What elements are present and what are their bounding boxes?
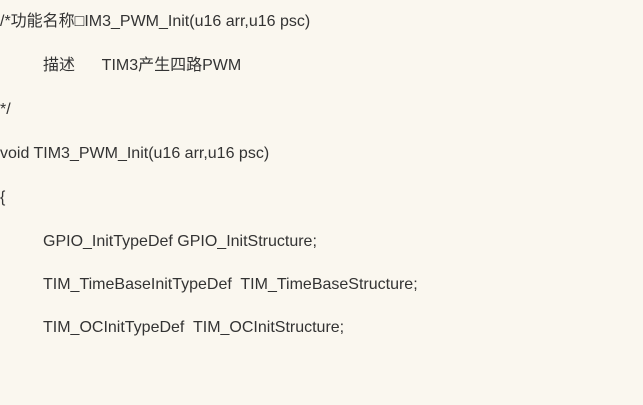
- code-line-gpio-decl: GPIO_InitTypeDef GPIO_InitStructure;: [43, 233, 317, 250]
- code-line-timebase-decl: TIM_TimeBaseInitTypeDef TIM_TimeBaseStru…: [43, 276, 418, 293]
- code-line-open-brace: {: [0, 189, 6, 206]
- code-line-comment-desc: 描述 TIM3产生四路PWM: [43, 57, 242, 74]
- code-line-oc-decl: TIM_OCInitTypeDef TIM_OCInitStructure;: [43, 319, 345, 336]
- code-line-function-signature: void TIM3_PWM_Init(u16 arr,u16 psc): [0, 145, 270, 162]
- code-line-comment-end: */: [0, 101, 11, 118]
- code-line-comment-title: /*功能名称□IM3_PWM_Init(u16 arr,u16 psc): [0, 13, 311, 30]
